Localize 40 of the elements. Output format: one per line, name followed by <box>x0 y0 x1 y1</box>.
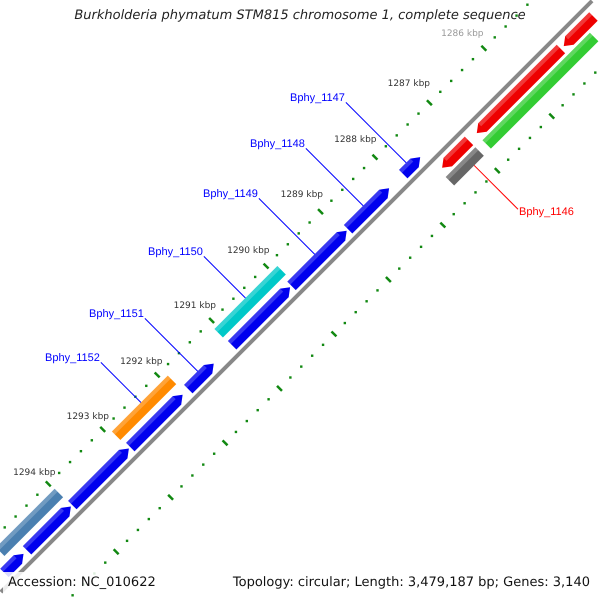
tick-label: 1290 kbp <box>227 246 270 256</box>
gene-feature <box>442 136 474 168</box>
gene-label: Bphy_1149 <box>203 188 258 201</box>
gene-feature <box>0 488 64 556</box>
gene-feature <box>112 376 176 440</box>
gene-feature <box>399 157 420 178</box>
tick-label: 1291 kbp <box>174 301 216 312</box>
leader-line <box>203 256 246 298</box>
gene-label: Bphy_1152 <box>45 352 100 365</box>
leader-line <box>474 164 518 210</box>
gene-feature <box>126 394 183 452</box>
gene-label: Bphy_1147 <box>290 92 345 105</box>
title: Burkholderia phymatum STM815 chromosome 1, complete sequence <box>73 8 527 23</box>
gene-feature <box>446 147 484 186</box>
gene-feature <box>68 448 129 510</box>
gene-feature <box>287 230 347 290</box>
gene-label: Bphy_1146 <box>519 206 574 219</box>
gene-label: Bphy_1151 <box>89 308 144 321</box>
leader-line <box>144 318 198 372</box>
gene-feature <box>482 32 598 149</box>
gene-feature <box>228 287 290 350</box>
gene-label: Bphy_1148 <box>250 138 305 151</box>
tick-label: 1287 kbp <box>388 79 430 90</box>
tick-label: 1289 kbp <box>280 190 323 201</box>
tick-label: 1286 kbp <box>441 29 484 40</box>
leader-line <box>305 148 364 206</box>
gene-feature <box>476 44 566 134</box>
gene-feature <box>564 12 598 46</box>
gene-feature <box>214 266 286 338</box>
gene-label: Bphy_1150 <box>148 246 203 259</box>
gene-feature <box>184 364 214 394</box>
tick-label: 1294 kbp <box>13 468 56 478</box>
tick-label: 1292 kbp <box>120 356 162 368</box>
gene-feature <box>344 188 390 234</box>
tick-label: 1293 kbp <box>66 412 109 423</box>
leader-line <box>100 362 142 403</box>
leader-line <box>258 198 316 255</box>
tick-label: 1288 kbp <box>334 134 376 146</box>
gene-feature <box>22 506 71 555</box>
leader-line <box>345 102 407 164</box>
